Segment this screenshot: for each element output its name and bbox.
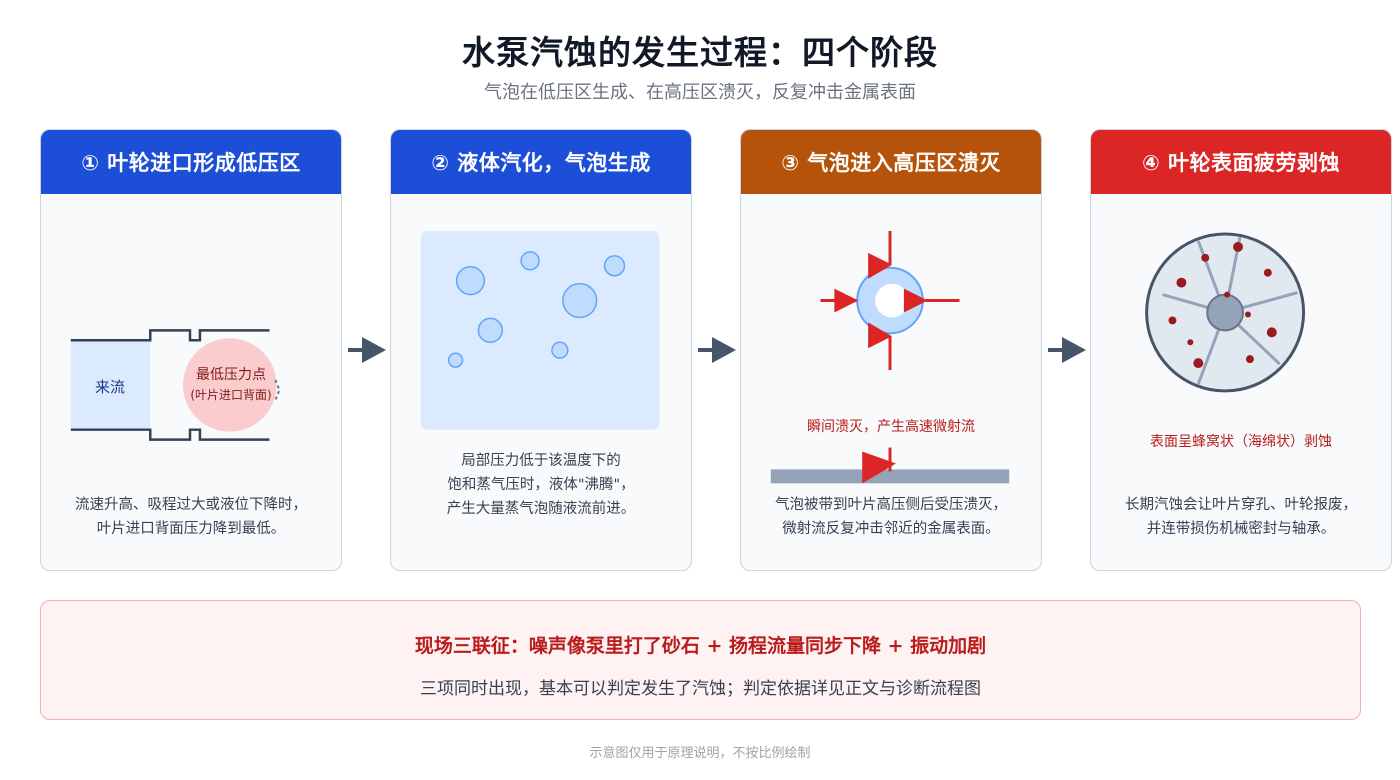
stage-4-note: 表面呈蜂窝状（海绵状）剥蚀	[1150, 434, 1332, 450]
metal-surface	[770, 469, 1010, 484]
erosion-pit	[1176, 277, 1187, 288]
summary-title: 现场三联征：噪声像泵里打了砂石 + 扬程流量同步下降 + 振动加剧	[414, 635, 987, 657]
page-subtitle: 气泡在低压区生成、在高压区溃灭，反复冲击金属表面	[484, 82, 916, 103]
erosion-pit	[1168, 316, 1177, 325]
pressure-arrow	[903, 288, 928, 313]
erosion-pit	[1266, 327, 1277, 338]
lowest-pressure-sublabel: (叶片进口背面)	[190, 388, 272, 402]
erosion-pit	[1201, 253, 1210, 262]
microjet-arrow	[862, 451, 896, 484]
vapor-bubble	[447, 352, 464, 368]
pressure-arrow	[834, 288, 859, 313]
lowest-pressure-label: 最低压力点	[196, 367, 266, 383]
vapor-bubble	[455, 266, 486, 296]
arrow-right-icon	[348, 337, 386, 363]
stage-1-header: ① 叶轮进口形成低压区	[41, 130, 341, 194]
stage-card-4: ④ 叶轮表面疲劳剥蚀	[1090, 129, 1392, 571]
page-title: 水泵汽蚀的发生过程：四个阶段	[462, 33, 938, 72]
erosion-pit	[1193, 358, 1204, 369]
stage-card-1: ① 叶轮进口形成低压区 来流 最低压力点 (叶片进口背面) 流速升高、吸程过大或…	[40, 129, 342, 571]
vapor-bubble	[562, 282, 598, 319]
pipe-top-wall	[70, 329, 270, 342]
vapor-bubble	[477, 317, 504, 344]
pressure-arrow	[868, 322, 892, 349]
bubble-core	[875, 283, 909, 318]
footnote: 示意图仅用于原理说明，不按比例绘制	[589, 746, 811, 761]
stage-1-description: 流速升高、吸程过大或液位下降时， 叶片进口背面压力降到最低。	[75, 497, 307, 537]
stage-3-description: 气泡被带到叶片高压侧后受压溃灭， 微射流反复冲击邻近的金属表面。	[775, 497, 1007, 537]
stage-card-2: ② 液体汽化，气泡生成 局部压力低于该温度下的 饱和蒸气压时，液体"沸腾"， 产…	[390, 129, 692, 571]
erosion-pit	[1224, 291, 1231, 298]
vapor-bubble	[520, 251, 540, 271]
eroded-impeller-diagram	[1145, 232, 1306, 393]
stage-4-description: 长期汽蚀会让叶片穿孔、叶轮报废， 并连带损伤机械密封与轴承。	[1125, 497, 1357, 537]
erosion-pit	[1187, 339, 1194, 346]
arrow-right-icon	[1048, 337, 1086, 363]
erosion-pit	[1263, 268, 1272, 277]
bubble-collapse-diagram	[770, 231, 1010, 484]
incoming-flow-region	[70, 340, 151, 430]
stage-4-header: ④ 叶轮表面疲劳剥蚀	[1091, 130, 1391, 194]
impeller-hub	[1206, 293, 1244, 332]
summary-text: 三项同时出现，基本可以判定发生了汽蚀；判定依据详见正文与诊断流程图	[420, 679, 981, 699]
pipe-bottom-wall	[70, 428, 270, 441]
lowest-pressure-zone	[183, 338, 277, 432]
vapor-bubbles-diagram	[420, 231, 660, 430]
erosion-pit	[1244, 311, 1251, 318]
arrow-right-icon	[698, 337, 736, 363]
stage-3-note: 瞬间溃灭，产生高速微射流	[807, 419, 975, 435]
summary-box: 现场三联征：噪声像泵里打了砂石 + 扬程流量同步下降 + 振动加剧 三项同时出现…	[40, 600, 1361, 720]
flow-label: 来流	[95, 378, 126, 396]
pressure-arrow	[868, 252, 892, 279]
stage-2-description: 局部压力低于该温度下的 饱和蒸气压时，液体"沸腾"， 产生大量蒸气泡随液流前进。	[446, 453, 636, 517]
impeller-inlet-diagram	[70, 329, 281, 441]
stage-card-3: ③ 气泡进入高压区溃灭 瞬间溃灭，产生高速微射流 气泡被带到叶片高压侧后受压溃灭…	[740, 129, 1042, 571]
stage-2-header: ② 液体汽化，气泡生成	[391, 130, 691, 194]
vapor-bubble	[551, 341, 569, 359]
vapor-bubble	[603, 255, 626, 277]
erosion-pit	[1233, 241, 1243, 252]
erosion-pit	[1245, 355, 1254, 364]
stage-3-header: ③ 气泡进入高压区溃灭	[741, 130, 1041, 194]
